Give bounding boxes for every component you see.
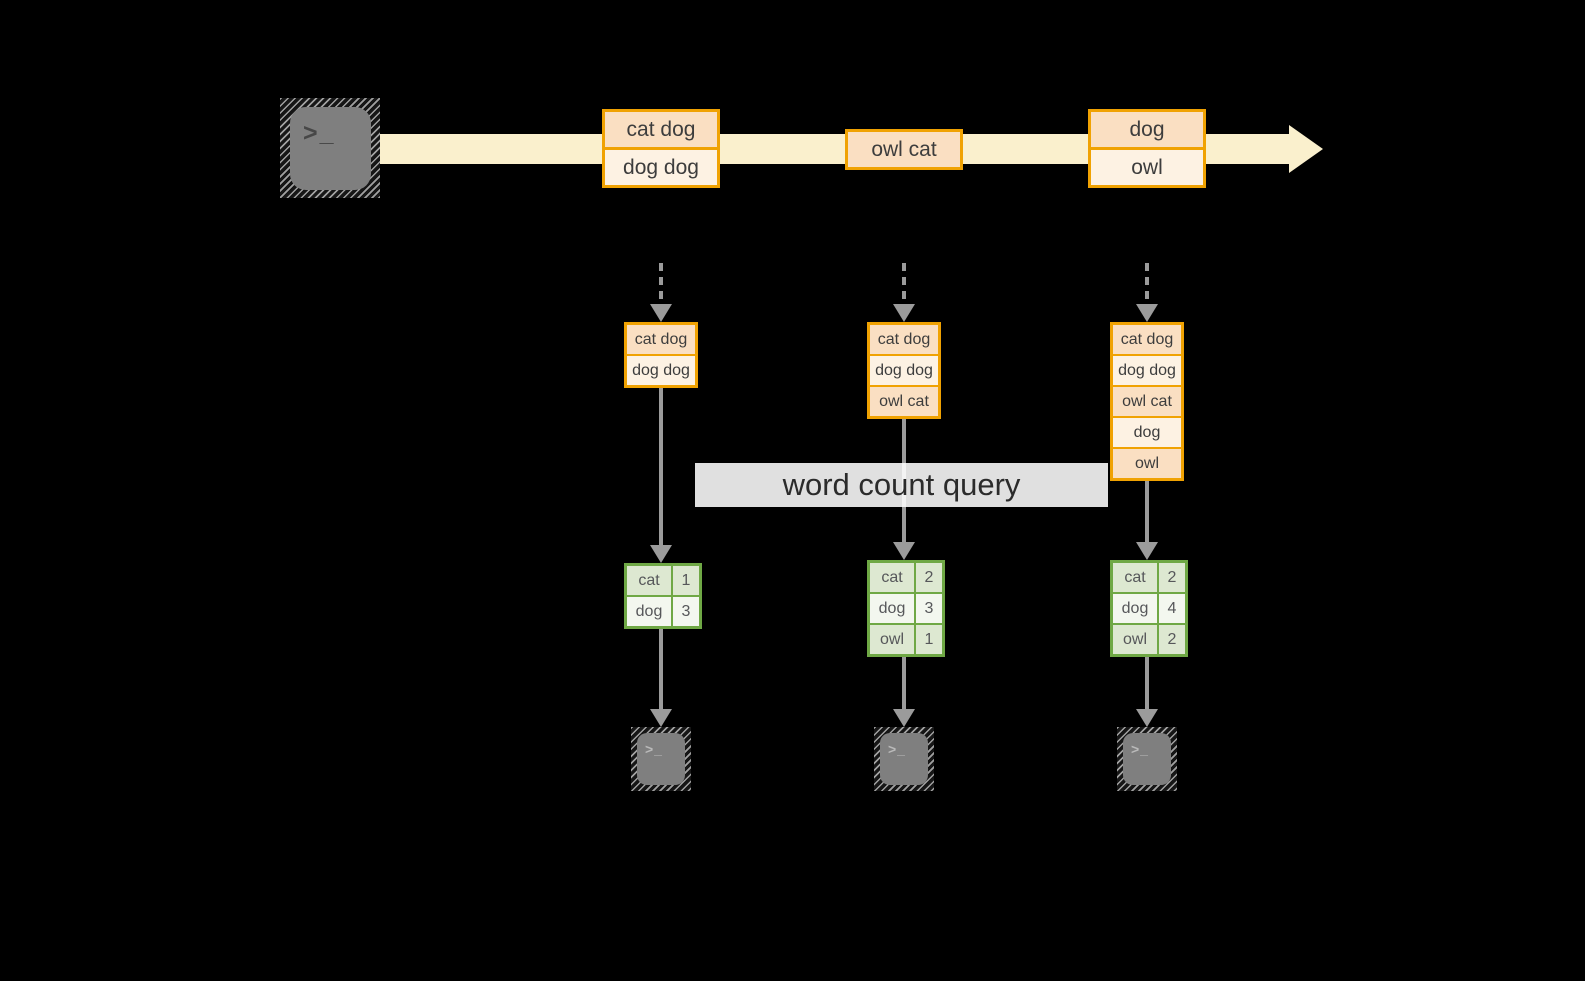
output-terminal-icon-2: >_ xyxy=(874,727,934,791)
table-row: dog dog xyxy=(627,356,695,385)
stream-batch-box-3: dog owl xyxy=(1088,109,1206,188)
unbounded-table-1: cat dog dog dog xyxy=(624,322,698,388)
word-count-table-1: cat 1 dog 3 xyxy=(624,563,702,629)
output-arrow-line xyxy=(659,629,663,710)
count-cell: 2 xyxy=(916,563,942,592)
table-row: cat dog xyxy=(1113,325,1181,354)
terminal-screen: >_ xyxy=(1123,733,1171,785)
table-row: dog dog xyxy=(870,356,938,385)
table-row: cat dog xyxy=(627,325,695,354)
dashed-arrow-line xyxy=(659,263,663,307)
output-terminal-icon-3: >_ xyxy=(1117,727,1177,791)
count-cell: 3 xyxy=(673,597,699,626)
word-cell: dog xyxy=(870,594,914,623)
unbounded-table-3: cat dog dog dog owl cat dog owl xyxy=(1110,322,1184,481)
word-cell: dog xyxy=(627,597,671,626)
batch-row: owl xyxy=(1091,150,1203,185)
query-arrow-line xyxy=(659,388,663,546)
word-count-query-label: word count query xyxy=(695,463,1108,507)
dashed-arrow-line xyxy=(1145,263,1149,307)
output-arrow-head-icon xyxy=(1136,709,1158,727)
batch-row: dog dog xyxy=(605,150,717,185)
stream-arrow-head-icon xyxy=(1289,125,1323,173)
word-cell: dog xyxy=(1113,594,1157,623)
output-terminal-icon-1: >_ xyxy=(631,727,691,791)
output-arrow-head-icon xyxy=(893,709,915,727)
table-row: dog dog xyxy=(1113,356,1181,385)
dashed-arrow-head-icon xyxy=(1136,304,1158,322)
output-arrow-head-icon xyxy=(650,709,672,727)
count-cell: 2 xyxy=(1159,563,1185,592)
table-row: owl cat xyxy=(870,387,938,416)
word-count-table-2: cat 2 dog 3 owl 1 xyxy=(867,560,945,657)
batch-row: owl cat xyxy=(848,132,960,167)
word-cell: owl xyxy=(870,625,914,654)
count-cell: 2 xyxy=(1159,625,1185,654)
batch-row: dog xyxy=(1091,112,1203,147)
word-cell: cat xyxy=(1113,563,1157,592)
unbounded-table-2: cat dog dog dog owl cat xyxy=(867,322,941,419)
query-arrow-head-icon xyxy=(650,545,672,563)
stream-batch-box-2: owl cat xyxy=(845,129,963,170)
table-row: owl xyxy=(1113,449,1181,478)
count-cell: 1 xyxy=(673,566,699,595)
terminal-prompt-icon: >_ xyxy=(1131,741,1149,757)
dashed-arrow-line xyxy=(902,263,906,307)
terminal-screen: >_ xyxy=(880,733,928,785)
batch-row: cat dog xyxy=(605,112,717,147)
table-row: cat dog xyxy=(870,325,938,354)
stream-batch-box-1: cat dog dog dog xyxy=(602,109,720,188)
word-count-table-3: cat 2 dog 4 owl 2 xyxy=(1110,560,1188,657)
table-row: owl cat xyxy=(1113,387,1181,416)
word-cell: owl xyxy=(1113,625,1157,654)
table-row: dog xyxy=(1113,418,1181,447)
count-cell: 1 xyxy=(916,625,942,654)
source-terminal-icon: >_ xyxy=(280,98,380,198)
query-arrow-line xyxy=(1145,481,1149,543)
count-cell: 4 xyxy=(1159,594,1185,623)
dashed-arrow-head-icon xyxy=(893,304,915,322)
word-cell: cat xyxy=(627,566,671,595)
output-arrow-line xyxy=(902,657,906,710)
query-arrow-head-icon xyxy=(1136,542,1158,560)
terminal-prompt-icon: >_ xyxy=(303,119,336,147)
count-cell: 3 xyxy=(916,594,942,623)
terminal-prompt-icon: >_ xyxy=(645,741,663,757)
terminal-prompt-icon: >_ xyxy=(888,741,906,757)
dashed-arrow-head-icon xyxy=(650,304,672,322)
terminal-screen: >_ xyxy=(637,733,685,785)
terminal-screen: >_ xyxy=(290,107,371,190)
word-cell: cat xyxy=(870,563,914,592)
output-arrow-line xyxy=(1145,657,1149,710)
query-arrow-head-icon xyxy=(893,542,915,560)
